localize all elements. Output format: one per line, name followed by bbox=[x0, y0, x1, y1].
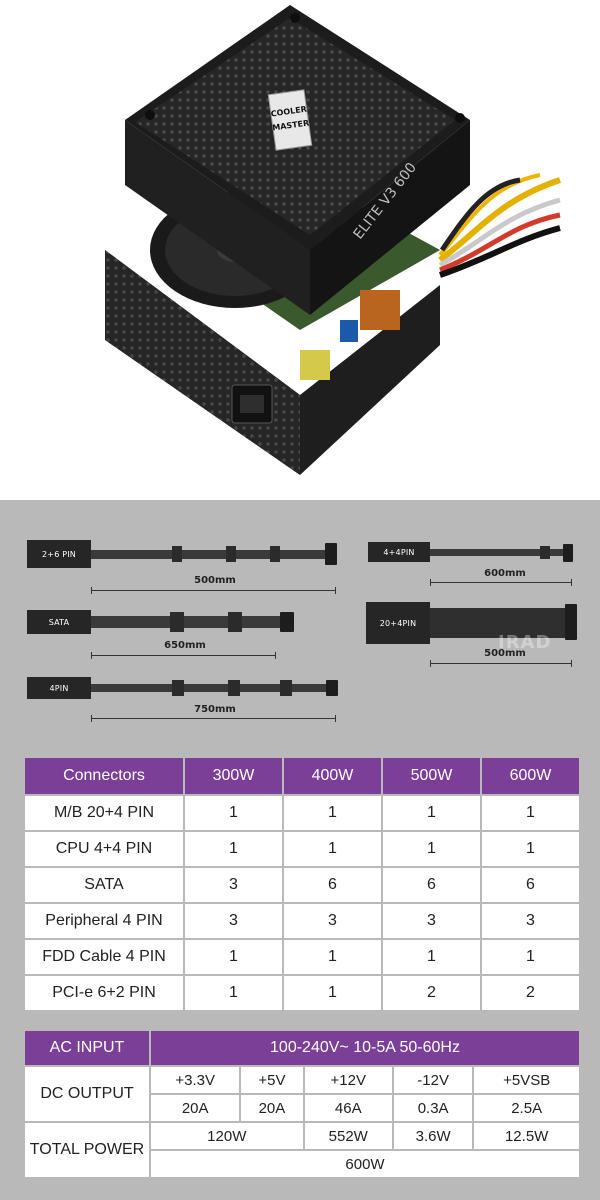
cable-tag: 4+4PIN bbox=[368, 542, 430, 562]
ac-input-label: AC INPUT bbox=[23, 1029, 151, 1067]
cell: 1 bbox=[282, 938, 383, 976]
row-label: CPU 4+4 PIN bbox=[23, 830, 185, 868]
row-label: M/B 20+4 PIN bbox=[23, 794, 185, 832]
cell: 3 bbox=[183, 902, 284, 940]
ac-input-value: 100-240V~ 10-5A 50-60Hz bbox=[149, 1029, 581, 1067]
power-m12v: 3.6W bbox=[391, 1121, 475, 1151]
cell: 6 bbox=[480, 866, 581, 904]
cell: 1 bbox=[282, 830, 383, 868]
cell: 6 bbox=[381, 866, 482, 904]
cell: 1 bbox=[183, 830, 284, 868]
column-header: 600W bbox=[480, 756, 581, 796]
cell: 3 bbox=[381, 902, 482, 940]
cell: 1 bbox=[282, 794, 383, 832]
table-row: FDD Cable 4 PIN 1 1 1 1 bbox=[23, 938, 581, 976]
row-label: SATA bbox=[23, 866, 185, 904]
cell: 3 bbox=[183, 866, 284, 904]
column-header: Connectors bbox=[23, 756, 185, 796]
row-label: Peripheral 4 PIN bbox=[23, 902, 185, 940]
current: 2.5A bbox=[472, 1093, 581, 1123]
rail: -12V bbox=[391, 1065, 475, 1095]
current: 20A bbox=[148, 1093, 242, 1123]
rail: +12V bbox=[302, 1065, 394, 1095]
product-photo: COOLER MASTER ELITE V3 600 bbox=[0, 0, 600, 500]
dc-current-row: 20A 20A 46A 0.3A 2.5A bbox=[24, 1093, 581, 1123]
column-header: 300W bbox=[183, 756, 284, 796]
cell: 2 bbox=[381, 974, 482, 1012]
rail: +3.3V bbox=[148, 1065, 242, 1095]
cell: 1 bbox=[282, 974, 383, 1012]
cell: 6 bbox=[282, 866, 383, 904]
row-label: FDD Cable 4 PIN bbox=[23, 938, 185, 976]
psu-illustration: COOLER MASTER ELITE V3 600 bbox=[105, 5, 561, 475]
current: 20A bbox=[239, 1093, 305, 1123]
dc-rails-row: DC OUTPUT +3.3V +5V +12V -12V +5VSB bbox=[23, 1065, 581, 1123]
table-row: M/B 20+4 PIN 1 1 1 1 bbox=[23, 794, 581, 832]
connectors-table: Connectors 300W 400W 500W 600W M/B 20+4 … bbox=[23, 756, 581, 1012]
power-5vsb: 12.5W bbox=[472, 1121, 581, 1151]
cell: 1 bbox=[480, 830, 581, 868]
power-12v: 552W bbox=[302, 1121, 394, 1151]
watermark: IRAD bbox=[498, 632, 552, 653]
cable-length: 500mm bbox=[194, 575, 236, 586]
cell: 3 bbox=[480, 902, 581, 940]
total-power-value: 600W bbox=[149, 1149, 581, 1179]
total-power-label: TOTAL POWER bbox=[23, 1121, 151, 1179]
power-combined: 120W bbox=[149, 1121, 305, 1151]
cable-bundle bbox=[438, 173, 561, 278]
column-header: 400W bbox=[282, 756, 383, 796]
current: 0.3A bbox=[391, 1093, 475, 1123]
table-row: SATA 3 6 6 6 bbox=[23, 866, 581, 904]
cable-tag: SATA bbox=[27, 610, 91, 634]
power-row: TOTAL POWER 120W 552W 3.6W 12.5W bbox=[23, 1121, 581, 1179]
table-row: CPU 4+4 PIN 1 1 1 1 bbox=[23, 830, 581, 868]
cell: 3 bbox=[282, 902, 383, 940]
cable-tag: 4PIN bbox=[27, 677, 91, 699]
table-row: PCI-e 6+2 PIN 1 1 2 2 bbox=[23, 974, 581, 1012]
row-label: PCI-e 6+2 PIN bbox=[23, 974, 185, 1012]
ac-input-row: AC INPUT 100-240V~ 10-5A 50-60Hz bbox=[23, 1029, 581, 1067]
cell: 1 bbox=[381, 830, 482, 868]
cable-tag: 20+4PIN bbox=[366, 602, 430, 644]
brand-logo: COOLER MASTER bbox=[267, 89, 313, 151]
cell: 1 bbox=[381, 794, 482, 832]
cell: 1 bbox=[183, 938, 284, 976]
column-header: 500W bbox=[381, 756, 482, 796]
cell: 1 bbox=[183, 974, 284, 1012]
table-header-row: Connectors 300W 400W 500W 600W bbox=[23, 756, 581, 796]
cable-length: 500mm bbox=[484, 648, 526, 659]
rail: +5VSB bbox=[472, 1065, 581, 1095]
cable-length: 750mm bbox=[194, 704, 236, 715]
cell: 2 bbox=[480, 974, 581, 1012]
total-row: 600W bbox=[24, 1149, 581, 1179]
cell: 1 bbox=[183, 794, 284, 832]
power-table: AC INPUT 100-240V~ 10-5A 50-60Hz DC OUTP… bbox=[23, 1029, 581, 1179]
cell: 1 bbox=[480, 794, 581, 832]
dc-output-label: DC OUTPUT bbox=[23, 1065, 151, 1123]
cell: 1 bbox=[480, 938, 581, 976]
table-row: Peripheral 4 PIN 3 3 3 3 bbox=[23, 902, 581, 940]
cable-length: 600mm bbox=[484, 568, 526, 579]
cable-length: 650mm bbox=[164, 640, 206, 651]
rail: +5V bbox=[239, 1065, 305, 1095]
spec-panel: 2+6 PIN 500mm SATA 650mm 4PIN 750mm 4+4P… bbox=[0, 500, 600, 1200]
current: 46A bbox=[302, 1093, 394, 1123]
cell: 1 bbox=[381, 938, 482, 976]
cable-tag: 2+6 PIN bbox=[27, 540, 91, 568]
